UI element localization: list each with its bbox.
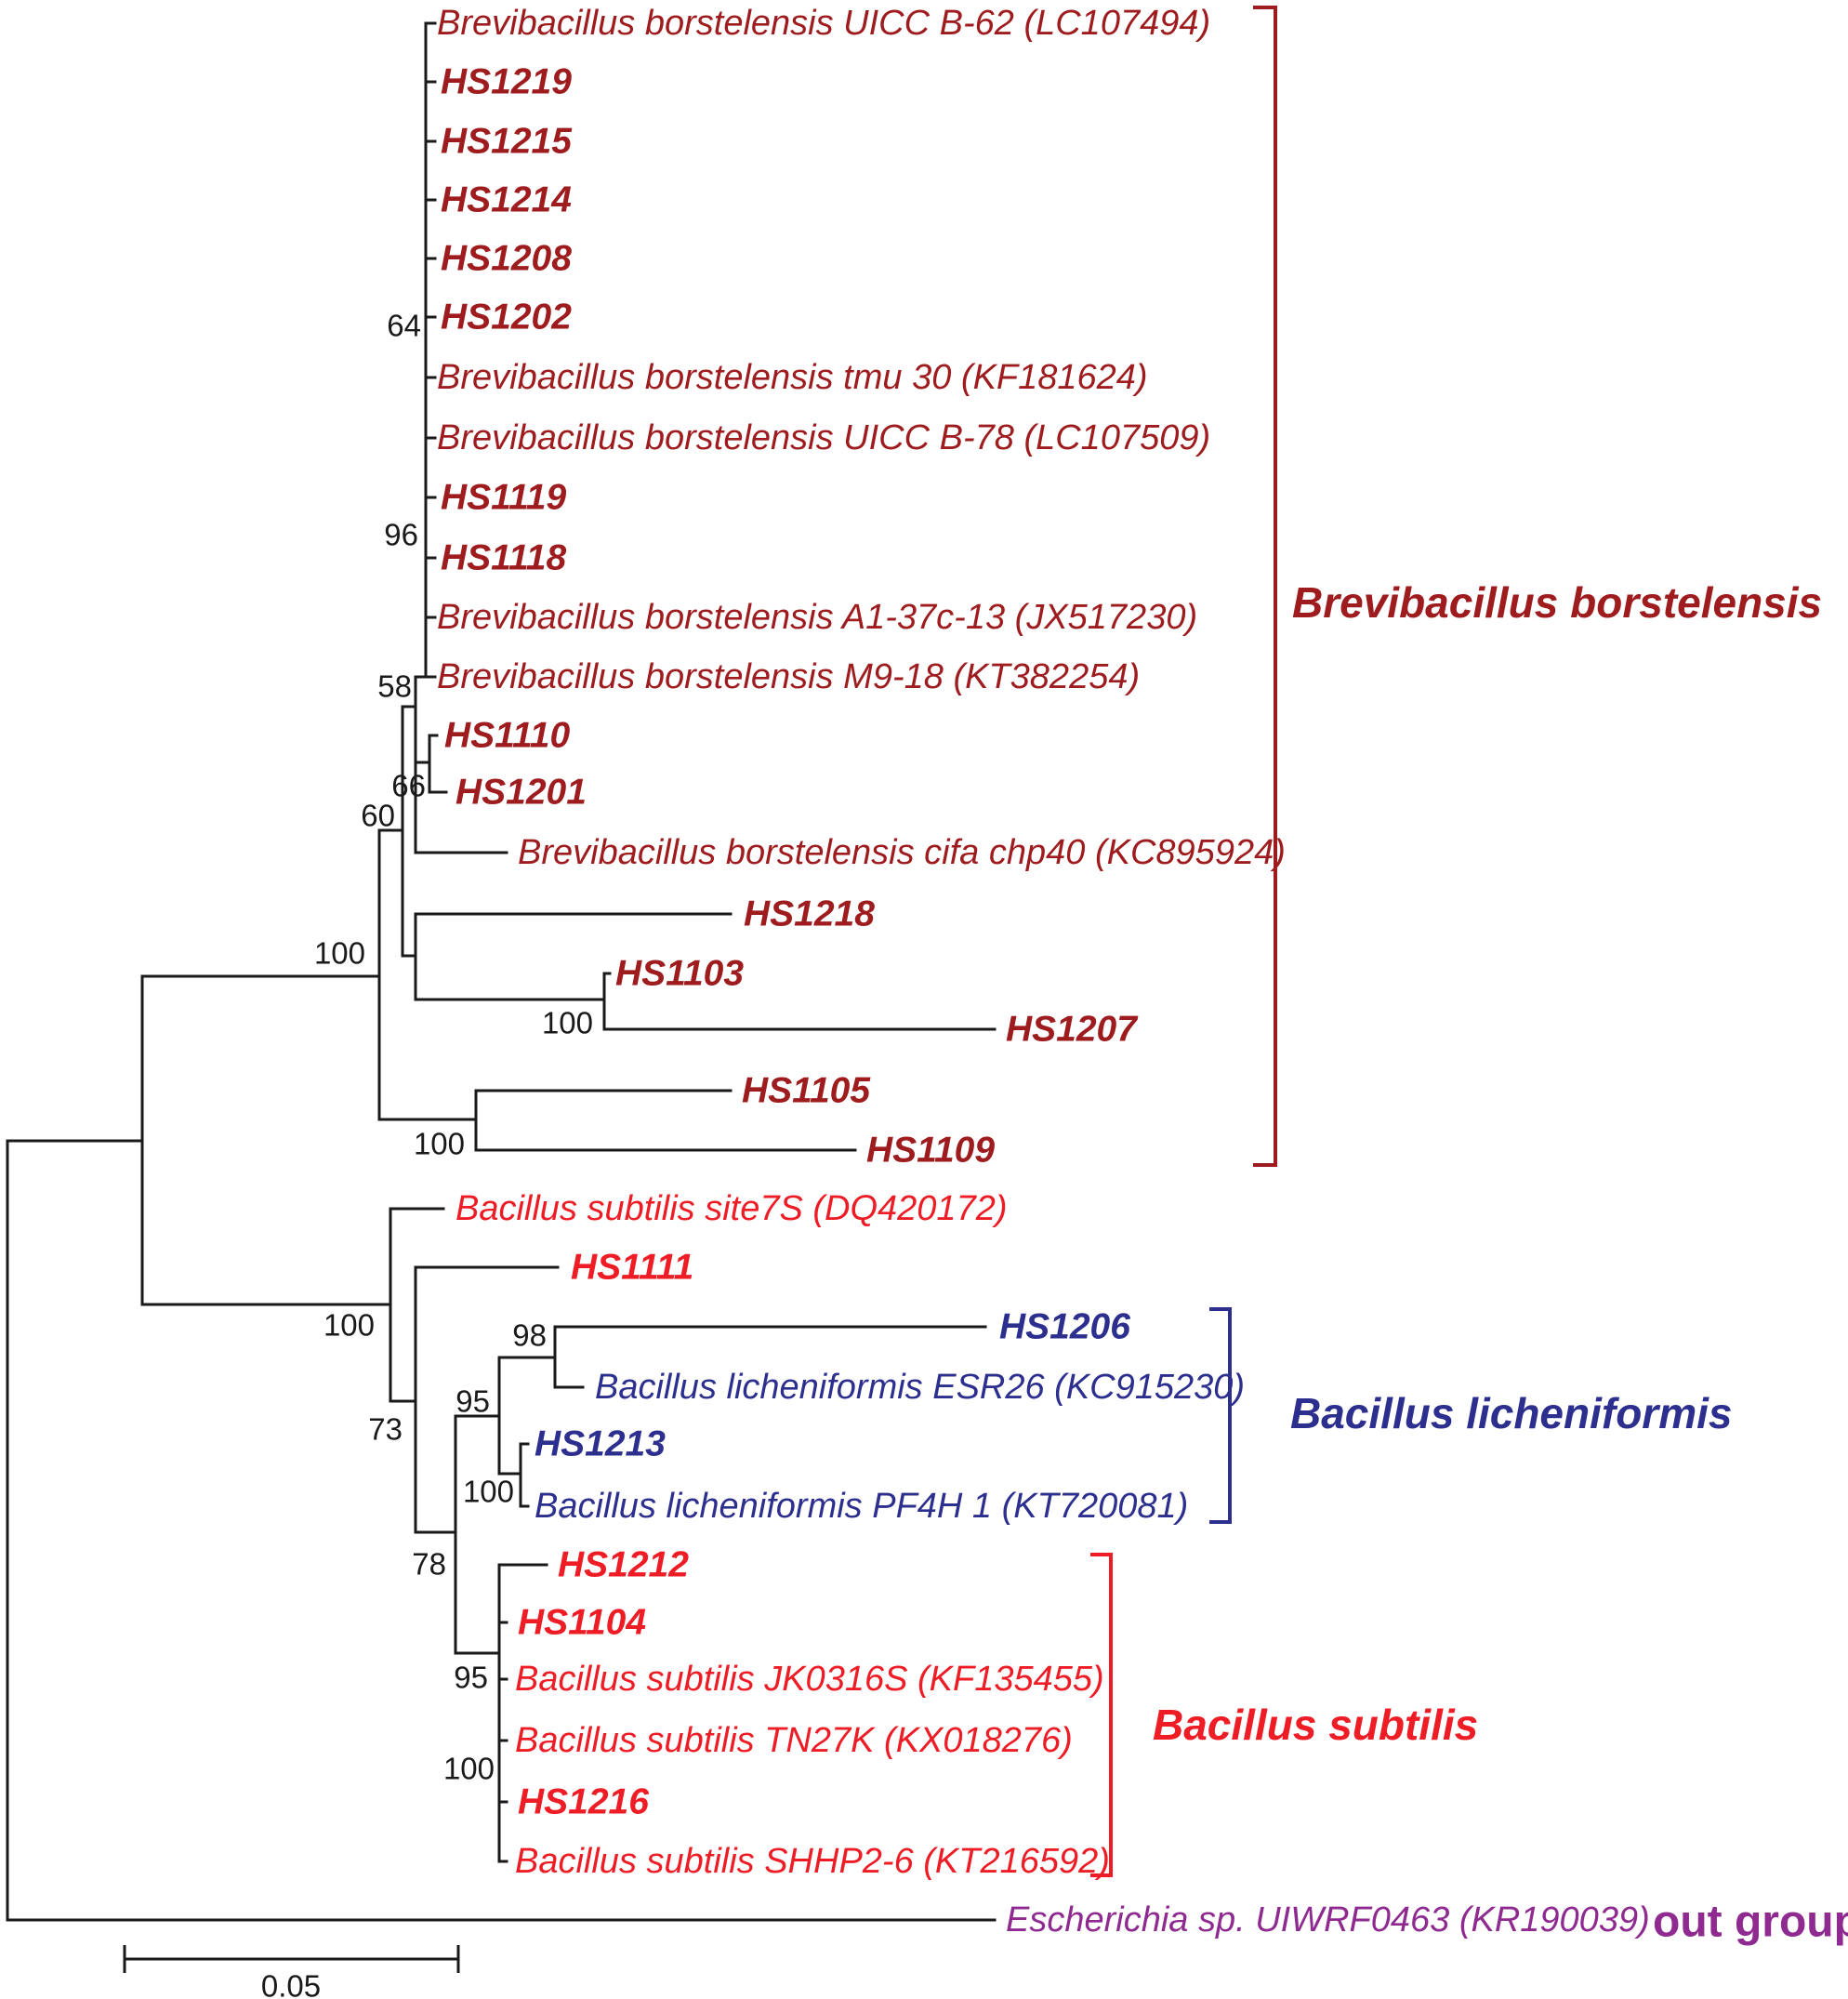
leaf-label-hs1207: HS1207 bbox=[1006, 1010, 1139, 1050]
leaf-label-hs1213: HS1213 bbox=[535, 1424, 666, 1464]
leaf-label-bacillus-subtilis-jk0316s: Bacillus subtilis JK0316S (KF135455) bbox=[515, 1660, 1104, 1699]
leaf-label-hs1111: HS1111 bbox=[571, 1248, 693, 1288]
leaf-label-hs1202: HS1202 bbox=[441, 298, 572, 338]
leaf-label-hs1119: HS1119 bbox=[441, 478, 566, 518]
leaf-label-hs1206: HS1206 bbox=[999, 1307, 1130, 1347]
leaf-label-bacillus-subtilis-tn27k: Bacillus subtilis TN27K (KX018276) bbox=[515, 1721, 1073, 1760]
bootstrap-66: 66 bbox=[391, 769, 426, 803]
leaf-label-hs1208: HS1208 bbox=[441, 239, 572, 279]
leaf-label-hs1104: HS1104 bbox=[518, 1603, 646, 1643]
leaf-label-hs1214: HS1214 bbox=[441, 180, 572, 220]
leaf-label-brevibacillus-borstelensis-uicc-b62: Brevibacillus borstelensis UICC B-62 (LC… bbox=[437, 4, 1210, 43]
bootstrap-60: 60 bbox=[361, 799, 395, 833]
leaf-label-brevibacillus-borstelensis-m9-18: Brevibacillus borstelensis M9-18 (KT3822… bbox=[437, 657, 1140, 696]
bootstrap-100-subtilis-core: 100 bbox=[443, 1752, 495, 1786]
bootstrap-78: 78 bbox=[412, 1547, 446, 1582]
leaf-label-hs1216: HS1216 bbox=[518, 1782, 649, 1822]
bootstrap-95-licheniformis: 95 bbox=[455, 1384, 490, 1419]
group-brevibacillus-borstelensis-bracket bbox=[1253, 6, 1277, 1167]
leaf-label-hs1109: HS1109 bbox=[866, 1131, 995, 1171]
bootstrap-100-bacillus-clade: 100 bbox=[323, 1308, 375, 1343]
bootstrap-95-subtilis: 95 bbox=[454, 1661, 488, 1695]
leaf-label-brevibacillus-borstelensis-tmu30: Brevibacillus borstelensis tmu 30 (KF181… bbox=[437, 358, 1148, 397]
scale-bar-label: 0.05 bbox=[261, 1969, 321, 1999]
leaf-label-hs1110: HS1110 bbox=[444, 716, 570, 756]
bootstrap-98: 98 bbox=[512, 1318, 547, 1353]
bootstrap-64: 64 bbox=[387, 309, 421, 343]
leaf-label-escherichia-sp-uiwrf0463: Escherichia sp. UIWRF0463 (KR190039) bbox=[1006, 1900, 1650, 1939]
bootstrap-96: 96 bbox=[384, 518, 418, 552]
bootstrap-73: 73 bbox=[368, 1412, 403, 1447]
leaf-label-hs1118: HS1118 bbox=[441, 538, 566, 578]
leaf-label-hs1103: HS1103 bbox=[615, 954, 744, 994]
group-brevibacillus-borstelensis-label: Brevibacillus borstelensis bbox=[1292, 578, 1822, 627]
bootstrap-100-hs1105-hs1109: 100 bbox=[414, 1127, 465, 1161]
leaf-label-hs1105: HS1105 bbox=[742, 1071, 871, 1111]
outgroup-label: out group bbox=[1653, 1898, 1848, 1947]
leaf-label-hs1219: HS1219 bbox=[441, 62, 572, 102]
leaf-label-hs1201: HS1201 bbox=[455, 773, 587, 813]
bootstrap-100-hs1103-hs1207: 100 bbox=[542, 1006, 593, 1040]
group-bacillus-subtilis-label: Bacillus subtilis bbox=[1153, 1701, 1478, 1749]
leaf-label-hs1218: HS1218 bbox=[744, 894, 875, 934]
leaf-label-brevibacillus-borstelensis-uicc-b78: Brevibacillus borstelensis UICC B-78 (LC… bbox=[437, 418, 1210, 457]
bootstrap-100-hs1213-pf4h1: 100 bbox=[463, 1475, 514, 1509]
leaf-label-hs1215: HS1215 bbox=[441, 122, 573, 162]
leaf-label-bacillus-licheniformis-esr26: Bacillus licheniformis ESR26 (KC915230) bbox=[595, 1368, 1245, 1407]
group-bacillus-licheniformis-bracket bbox=[1209, 1307, 1232, 1524]
leaf-label-bacillus-licheniformis-pf4h1: Bacillus licheniformis PF4H 1 (KT720081) bbox=[535, 1487, 1188, 1526]
group-bacillus-licheniformis-label: Bacillus licheniformis bbox=[1290, 1389, 1732, 1437]
bootstrap-58: 58 bbox=[377, 669, 412, 704]
leaf-label-bacillus-subtilis-shhp2-6: Bacillus subtilis SHHP2-6 (KT216592) bbox=[515, 1842, 1110, 1881]
leaf-label-hs1212: HS1212 bbox=[558, 1545, 689, 1585]
leaf-label-brevibacillus-borstelensis-a1-37c-13: Brevibacillus borstelensis A1-37c-13 (JX… bbox=[437, 598, 1197, 637]
leaf-label-bacillus-subtilis-site7s: Bacillus subtilis site7S (DQ420172) bbox=[455, 1189, 1008, 1228]
group-bacillus-subtilis-bracket bbox=[1090, 1553, 1113, 1877]
leaf-label-brevibacillus-borstelensis-cifa-chp40: Brevibacillus borstelensis cifa chp40 (K… bbox=[518, 833, 1286, 872]
bootstrap-100-brevibacillus: 100 bbox=[314, 936, 365, 971]
